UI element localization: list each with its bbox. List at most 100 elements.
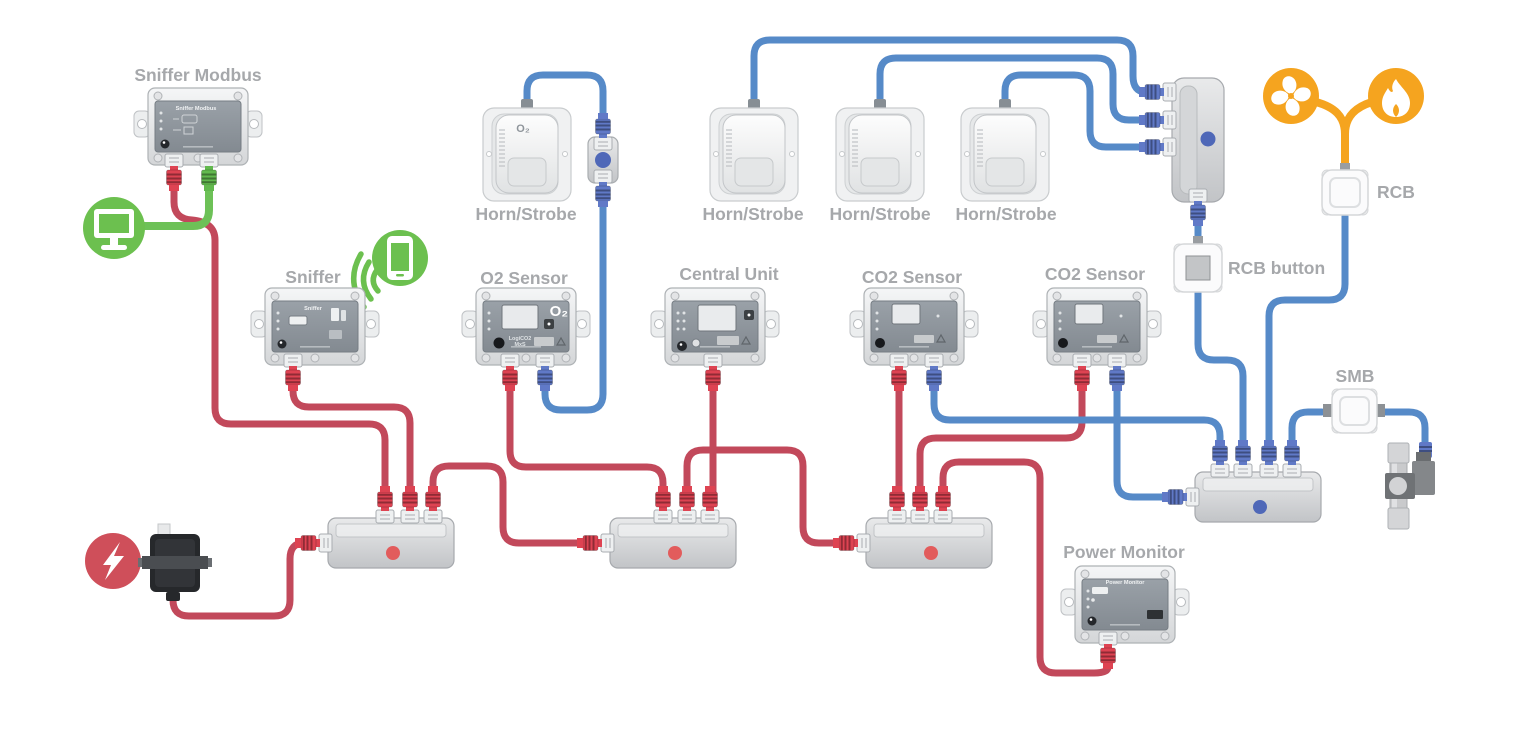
cable-sniffer-to-hub1 — [289, 385, 414, 498]
device-power-monitor: Power Monitor — [1060, 565, 1190, 644]
plug-hub3-top3 — [934, 486, 952, 523]
red-hub-2 — [609, 517, 737, 569]
plug-bluehub-top4 — [1283, 440, 1301, 477]
device-central-unit — [650, 287, 780, 366]
red-hub-1 — [327, 517, 455, 569]
cable-co2-sensor2-to-bluehub — [1113, 385, 1175, 501]
cable-co2-sensor2-to-hub3 — [916, 385, 1086, 498]
monitor-icon — [83, 197, 145, 259]
plug-co2b-red — [1072, 353, 1092, 392]
plug-bluehub-left — [1162, 488, 1199, 506]
plug-bluehub-top1 — [1211, 440, 1229, 477]
plug-co2a-blue — [924, 353, 944, 392]
rcb-device — [1321, 163, 1369, 216]
cable-horn3-to-splitter — [876, 54, 1150, 124]
plug-hub3-top1 — [888, 486, 906, 523]
alarm-splitter — [1171, 77, 1225, 203]
label-co2-sensor-2: CO2 Sensor — [1045, 264, 1145, 284]
plug-sniffer-modbus-green — [199, 153, 219, 192]
label-rcb: RCB — [1377, 182, 1415, 202]
fan-icon — [1263, 68, 1319, 124]
plug-hub2-top1 — [654, 486, 672, 523]
plug-splitter-left3 — [1139, 138, 1176, 156]
cable-o2-sensor-to-hub2 — [506, 385, 667, 498]
plug-hub1-top2 — [401, 486, 419, 523]
plug-hub2-top2 — [678, 486, 696, 523]
power-monitor-panel-title: Power Monitor — [1106, 580, 1146, 586]
cable-power-supply-to-hub1 — [169, 539, 308, 620]
red-hub-2-dot — [668, 546, 682, 560]
cable-fan-to-rcb — [1312, 98, 1349, 168]
plug-power-monitor-red — [1098, 631, 1118, 670]
blue-alarm-cables — [523, 36, 1429, 501]
label-horn-strobe-1: Horn/Strobe — [475, 204, 576, 224]
cable-inline-connector-to-horn1 — [523, 71, 607, 117]
device-horn-strobe-2 — [709, 98, 799, 202]
device-horn-strobe-1: O₂ — [482, 98, 572, 202]
cable-bluehub-to-smb — [1288, 408, 1326, 452]
label-smb: SMB — [1336, 366, 1375, 386]
plug-co2a-red — [889, 353, 909, 392]
device-co2-sensor-2 — [1032, 287, 1162, 366]
device-o2-sensor: O₂ LogiCO2 MxS — [461, 287, 591, 366]
plug-hub1-top1 — [376, 486, 394, 523]
device-co2-sensor-1 — [849, 287, 979, 366]
label-power-monitor: Power Monitor — [1063, 542, 1185, 562]
cable-monitor-to-sniffer-modbus — [140, 185, 213, 230]
cable-hub2-to-hub3 — [683, 446, 846, 547]
cable-hub3-to-power-monitor — [939, 458, 1112, 677]
o2-sensor-gas-mark: O₂ — [550, 303, 568, 320]
rcb-button-device — [1173, 236, 1223, 293]
alarm-splitter-dot — [1200, 131, 1216, 147]
label-sniffer: Sniffer — [285, 267, 341, 287]
cable-rcb-to-bluehub — [1265, 212, 1349, 452]
device-horn-strobe-3 — [835, 98, 925, 202]
blue-hub — [1194, 471, 1322, 523]
label-sniffer-modbus: Sniffer Modbus — [134, 65, 262, 85]
plug-o2-red — [500, 353, 520, 392]
device-sniffer: Sniffer — [250, 287, 380, 366]
plug-splitter-left1 — [1139, 83, 1176, 101]
diagram-labels: Sniffer Modbus Sniffer O2 Sensor Central… — [134, 65, 1415, 562]
device-sniffer-modbus: Sniffer Modbus — [133, 87, 263, 166]
power-adapter — [138, 523, 212, 601]
o2-sensor-model-line1: LogiCO2 — [509, 336, 531, 342]
plug-hub3-top2 — [911, 486, 929, 523]
red-hub-3 — [865, 517, 993, 569]
plug-hub1-left — [295, 534, 332, 552]
label-central-unit: Central Unit — [679, 264, 778, 284]
label-horn-strobe-2: Horn/Strobe — [702, 204, 803, 224]
cable-horn4-to-splitter — [1001, 71, 1150, 151]
plug-bluehub-top2 — [1234, 440, 1252, 477]
sniffer-modbus-panel-title: Sniffer Modbus — [176, 106, 217, 112]
orange-relay-cables — [1312, 98, 1376, 168]
plug-splitter-left2 — [1139, 111, 1176, 129]
plug-splitter-bottom — [1188, 188, 1208, 227]
o2-sensor-model-line2: MxS — [514, 342, 525, 348]
cable-smb-to-valve — [1380, 408, 1429, 450]
plug-co2b-blue — [1107, 353, 1127, 392]
blue-hub-dot — [1253, 500, 1267, 514]
device-horn-strobe-4 — [960, 98, 1050, 202]
smartphone-wifi-icon — [351, 230, 428, 310]
plug-bluehub-top3 — [1260, 440, 1278, 477]
cable-sniffer-modbus-to-hub1 — [170, 183, 389, 498]
plug-o2-blue — [535, 353, 555, 392]
plug-inline-top — [594, 113, 612, 150]
cable-hub1-to-hub2 — [429, 462, 590, 547]
label-o2-sensor: O2 Sensor — [480, 268, 568, 288]
cable-o2-sensor-to-inline-connector — [541, 199, 607, 414]
flame-icon — [1368, 68, 1424, 124]
cable-flame-to-rcb — [1341, 98, 1376, 138]
cable-co2-sensor1-to-bluehub — [930, 385, 1224, 452]
inline-connector-dot — [595, 152, 611, 168]
plug-central-red — [703, 353, 723, 392]
plug-hub1-top3 — [424, 486, 442, 523]
plug-sniffer-modbus-red — [164, 153, 184, 192]
horn1-gas-mark: O₂ — [516, 123, 530, 135]
red-hub-1-dot — [386, 546, 400, 560]
cable-rcb-button-to-bluehub — [1194, 288, 1247, 452]
solenoid-valve — [1385, 442, 1435, 530]
plug-inline-bottom — [593, 169, 613, 208]
